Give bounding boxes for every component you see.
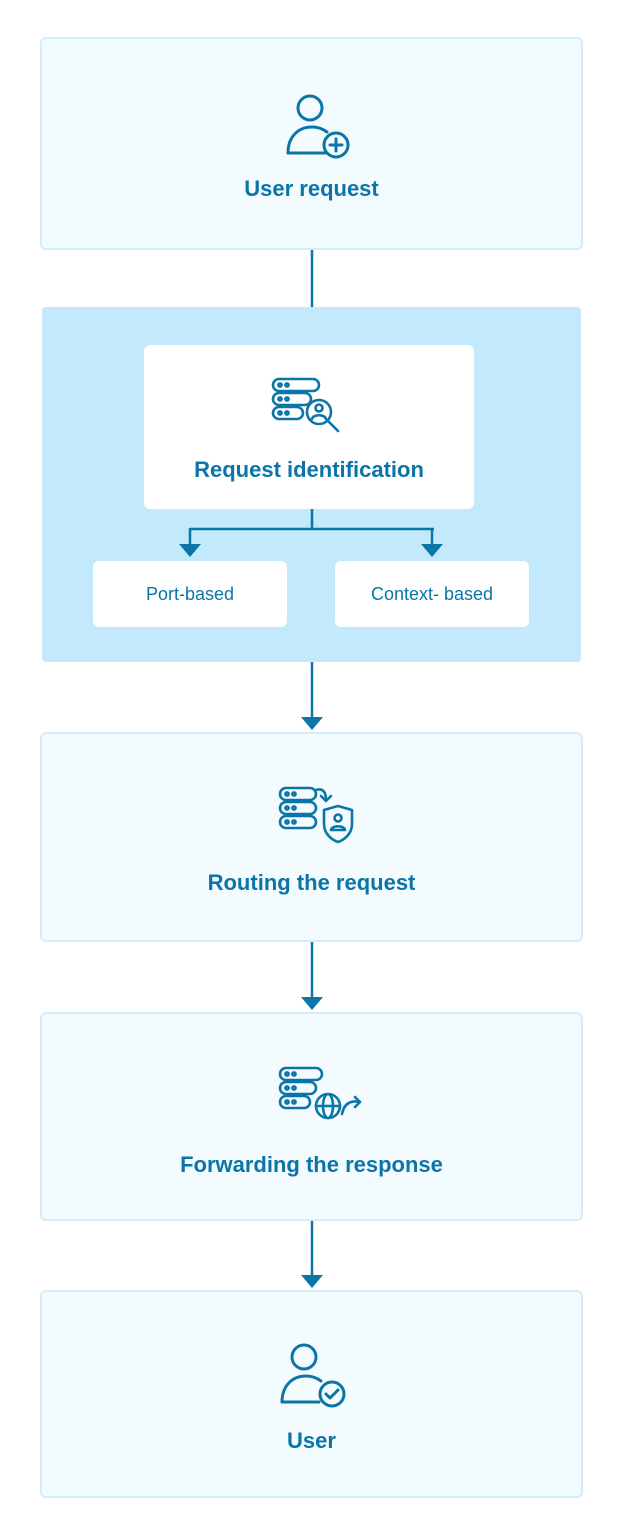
branch-connector: [179, 509, 443, 557]
forwarding-card: Forwarding the response: [40, 1012, 583, 1221]
user-request-card: User request: [40, 37, 583, 250]
server-search-user-icon: [271, 377, 340, 433]
server-shield-user-icon: [278, 786, 354, 844]
context-based-box: Context- based: [335, 561, 529, 627]
user-card: User: [40, 1290, 583, 1498]
arrow-routing-to-forwarding: [301, 941, 323, 1010]
routing-card: Routing the request: [40, 732, 583, 942]
user-add-icon: [286, 94, 350, 159]
user-label: User: [287, 1428, 336, 1453]
forwarding-label: Forwarding the response: [180, 1152, 443, 1177]
port-based-box: Port-based: [93, 561, 287, 627]
routing-label: Routing the request: [207, 870, 416, 895]
request-identification-card: Request identification: [144, 345, 474, 509]
port-based-label: Port-based: [145, 584, 235, 604]
user-check-icon: [280, 1343, 346, 1408]
request-identification-group: Request identification Port-based Contex…: [42, 307, 581, 662]
context-based-label: Context- based: [370, 584, 494, 604]
arrow-forwarding-to-user: [301, 1220, 323, 1288]
arrow-identification-to-routing: [301, 662, 323, 730]
request-identification-label: Request identification: [194, 457, 424, 482]
user-request-label: User request: [244, 176, 379, 201]
server-globe-forward-icon: [278, 1066, 362, 1120]
